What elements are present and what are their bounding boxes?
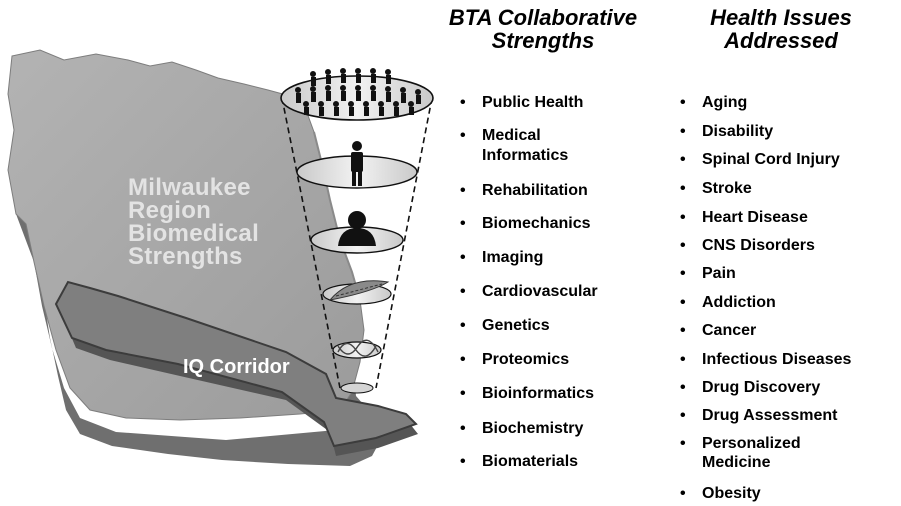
map-region-line: Strengths <box>128 243 243 270</box>
label-line: Stroke <box>702 180 752 197</box>
bullet-icon: • <box>460 317 466 334</box>
strength-item-label: Cardiovascular <box>482 282 598 302</box>
label-line: Addiction <box>702 294 776 311</box>
label-line: Proteomics <box>482 351 570 368</box>
health-issue-item-label: Infectious Diseases <box>702 350 851 369</box>
bullet-icon: • <box>680 407 686 424</box>
bullet-icon: • <box>680 379 686 396</box>
label-line: Spinal Cord Injury <box>702 151 840 168</box>
heading-line: BTA Collaborative <box>448 5 638 30</box>
bullet-icon: • <box>460 453 466 470</box>
label-line: Biomechanics <box>482 215 591 232</box>
label-line: Drug Assessment <box>702 407 838 424</box>
map-region-line: Milwaukee <box>128 174 251 201</box>
iq-corridor-label: IQ Corridor <box>183 356 290 378</box>
map-region-line: Biomedical <box>128 220 260 247</box>
bta-strengths-heading: BTA Collaborative Strengths <box>418 6 668 52</box>
bullet-icon: • <box>680 180 686 197</box>
tissue-icon <box>328 280 390 301</box>
strength-item-label: Bioinformatics <box>482 384 594 404</box>
strength-item-label: Public Health <box>482 93 583 113</box>
iq-corridor-arrow <box>54 280 418 456</box>
health-issue-item-label: Aging <box>702 93 747 112</box>
health-issue-item-label: Obesity <box>702 484 761 503</box>
bullet-icon: • <box>460 249 466 266</box>
bullet-icon: • <box>460 182 466 199</box>
map-region-line: Region <box>128 197 212 224</box>
health-issue-item-label: Addiction <box>702 293 776 312</box>
heading-line: Health Issues <box>710 5 852 30</box>
strength-item-label: Proteomics <box>482 350 569 370</box>
label-line: Infectious Diseases <box>702 351 852 368</box>
bullet-icon: • <box>680 151 686 168</box>
health-issue-item-label: Spinal Cord Injury <box>702 150 840 169</box>
label-line: Obesity <box>702 485 761 502</box>
label-line: Biochemistry <box>482 420 584 437</box>
label-line: Imaging <box>482 249 544 266</box>
bullet-icon: • <box>680 294 686 311</box>
bullet-icon: • <box>680 94 686 111</box>
label-line: Pain <box>702 265 736 282</box>
health-issue-item-label: Drug Discovery <box>702 378 820 397</box>
label-line: Heart Disease <box>702 209 808 226</box>
bullet-icon: • <box>680 237 686 254</box>
health-issues-heading: Health Issues Addressed <box>676 6 886 52</box>
label-line: Bioinformatics <box>482 385 595 402</box>
health-issue-item-label: Disability <box>702 122 773 141</box>
label-line: Medical <box>482 127 541 144</box>
bullet-icon: • <box>460 94 466 111</box>
bullet-icon: • <box>680 123 686 140</box>
label-line: CNS Disorders <box>702 237 815 254</box>
bullet-icon: • <box>680 265 686 282</box>
bullet-icon: • <box>460 283 466 300</box>
bullet-icon: • <box>460 215 466 232</box>
label-line: Informatics <box>482 147 569 164</box>
strength-item-label: Rehabilitation <box>482 181 588 201</box>
heading-line: Addressed <box>724 28 838 53</box>
label-line: Drug Discovery <box>702 379 821 396</box>
bullet-icon: • <box>680 322 686 339</box>
health-issue-item-label: CNS Disorders <box>702 236 815 255</box>
map-region-label: Milwaukee Region Biomedical Strengths <box>128 174 260 270</box>
bullet-icon: • <box>680 209 686 226</box>
label-line: Aging <box>702 94 748 111</box>
label-line: Medicine <box>702 454 771 471</box>
molecule-icon <box>337 339 379 357</box>
strength-item-label: Imaging <box>482 248 543 268</box>
health-issue-item-label: Heart Disease <box>702 208 808 227</box>
label-line: Cancer <box>702 322 757 339</box>
bullet-icon: • <box>680 485 686 502</box>
population-crowd-icon <box>295 68 421 116</box>
label-line: Disability <box>702 123 774 140</box>
bullet-icon: • <box>460 385 466 402</box>
bust-icon <box>338 211 376 246</box>
health-issue-item-label: Drug Assessment <box>702 406 837 425</box>
bullet-icon: • <box>460 351 466 368</box>
bullet-icon: • <box>460 127 466 144</box>
person-icon <box>351 141 363 186</box>
strength-item-label: Genetics <box>482 316 550 336</box>
label-line: Genetics <box>482 317 550 334</box>
heading-line: Strengths <box>491 28 595 53</box>
health-issue-item-label: Pain <box>702 264 736 283</box>
label-line: Personalized <box>702 435 801 452</box>
health-issue-item-label: Cancer <box>702 321 756 340</box>
strength-item-label: Biomechanics <box>482 214 590 234</box>
label-line: Biomaterials <box>482 453 579 470</box>
label-line: Public Health <box>482 94 584 111</box>
strength-item-label: Biochemistry <box>482 419 583 439</box>
bullet-icon: • <box>460 420 466 437</box>
strength-item-label: Biomaterials <box>482 452 578 472</box>
bullet-icon: • <box>680 435 686 452</box>
health-issue-item-label: Stroke <box>702 179 752 198</box>
label-line: Rehabilitation <box>482 182 588 199</box>
funnel <box>280 68 434 394</box>
label-line: Cardiovascular <box>482 283 598 300</box>
bullet-icon: • <box>680 351 686 368</box>
arrow-body <box>54 280 418 448</box>
funnel-disc-gene <box>340 382 374 394</box>
